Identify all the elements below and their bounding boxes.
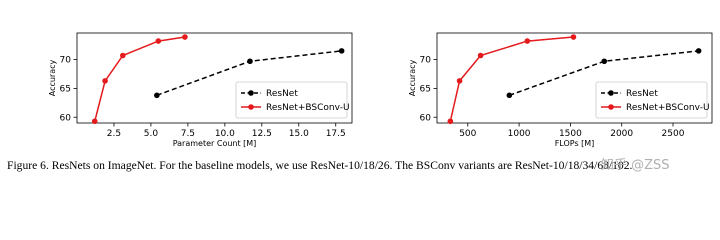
legend-marker [248,90,254,96]
data-point [102,78,108,84]
data-point [447,118,454,125]
legend-label: ResNet [626,89,658,99]
watermark: 知乎 @ZSS [601,158,670,173]
figure-caption-row: Figure 6. ResNets on ImageNet. For the b… [0,158,720,174]
x-tick-label: 500 [459,129,476,139]
data-point [154,92,160,99]
data-point [247,58,253,65]
legend-label: ResNet [266,89,298,99]
y-axis-label: Accuracy [408,59,417,96]
data-point [601,58,608,65]
data-point [91,118,98,125]
plot-frame [436,32,713,124]
data-point [338,48,345,54]
x-tick-label: 12.5 [252,129,272,139]
legend-label: ResNet+BSConv-U [266,103,350,113]
legend-marker [608,104,614,110]
data-point [456,78,463,84]
x-tick-label: 1000 [508,129,531,139]
x-tick-label: 7.5 [181,129,195,139]
data-point [155,38,162,44]
x-tick-label: 5.0 [144,129,159,139]
x-tick-label: 10.0 [215,129,235,139]
data-point [182,34,188,40]
y-tick-label: 60 [420,113,432,123]
x-axis-label: Parameter Count [M] [173,139,257,148]
x-axis-label: FLOPs [M] [555,139,595,148]
data-point [120,52,126,59]
x-tick-label: 2000 [610,129,633,139]
series-line-1 [94,36,186,122]
data-point [477,52,484,59]
chart-parameter-count: 2.5 5.0 7.5 10.0 12.5 15.0 17.5 60 65 70Parameter… [48,32,353,148]
y-tick-label: 65 [420,85,431,95]
x-tick-label: 15.0 [289,129,309,139]
data-point [570,34,577,40]
legend-label: ResNet+BSConv-U [626,103,710,113]
data-point [695,48,702,54]
x-tick-label: 2.5 [107,129,121,139]
legend [595,81,708,119]
data-point [524,38,531,44]
x-tick-label: 17.5 [326,129,346,139]
plot-frame [76,32,353,124]
legend [235,81,348,119]
legend-marker [608,90,614,96]
data-point [506,92,513,99]
y-tick-label: 70 [60,56,72,66]
y-tick-label: 65 [60,85,71,95]
legend-marker [248,104,254,110]
x-tick-label: 1500 [559,129,582,139]
y-axis-label: Accuracy [48,59,57,96]
y-tick-label: 60 [60,113,72,123]
x-tick-label: 2500 [662,129,685,139]
figure-caption: Figure 6. ResNets on ImageNet. For the b… [7,159,633,172]
y-tick-label: 70 [420,56,432,66]
